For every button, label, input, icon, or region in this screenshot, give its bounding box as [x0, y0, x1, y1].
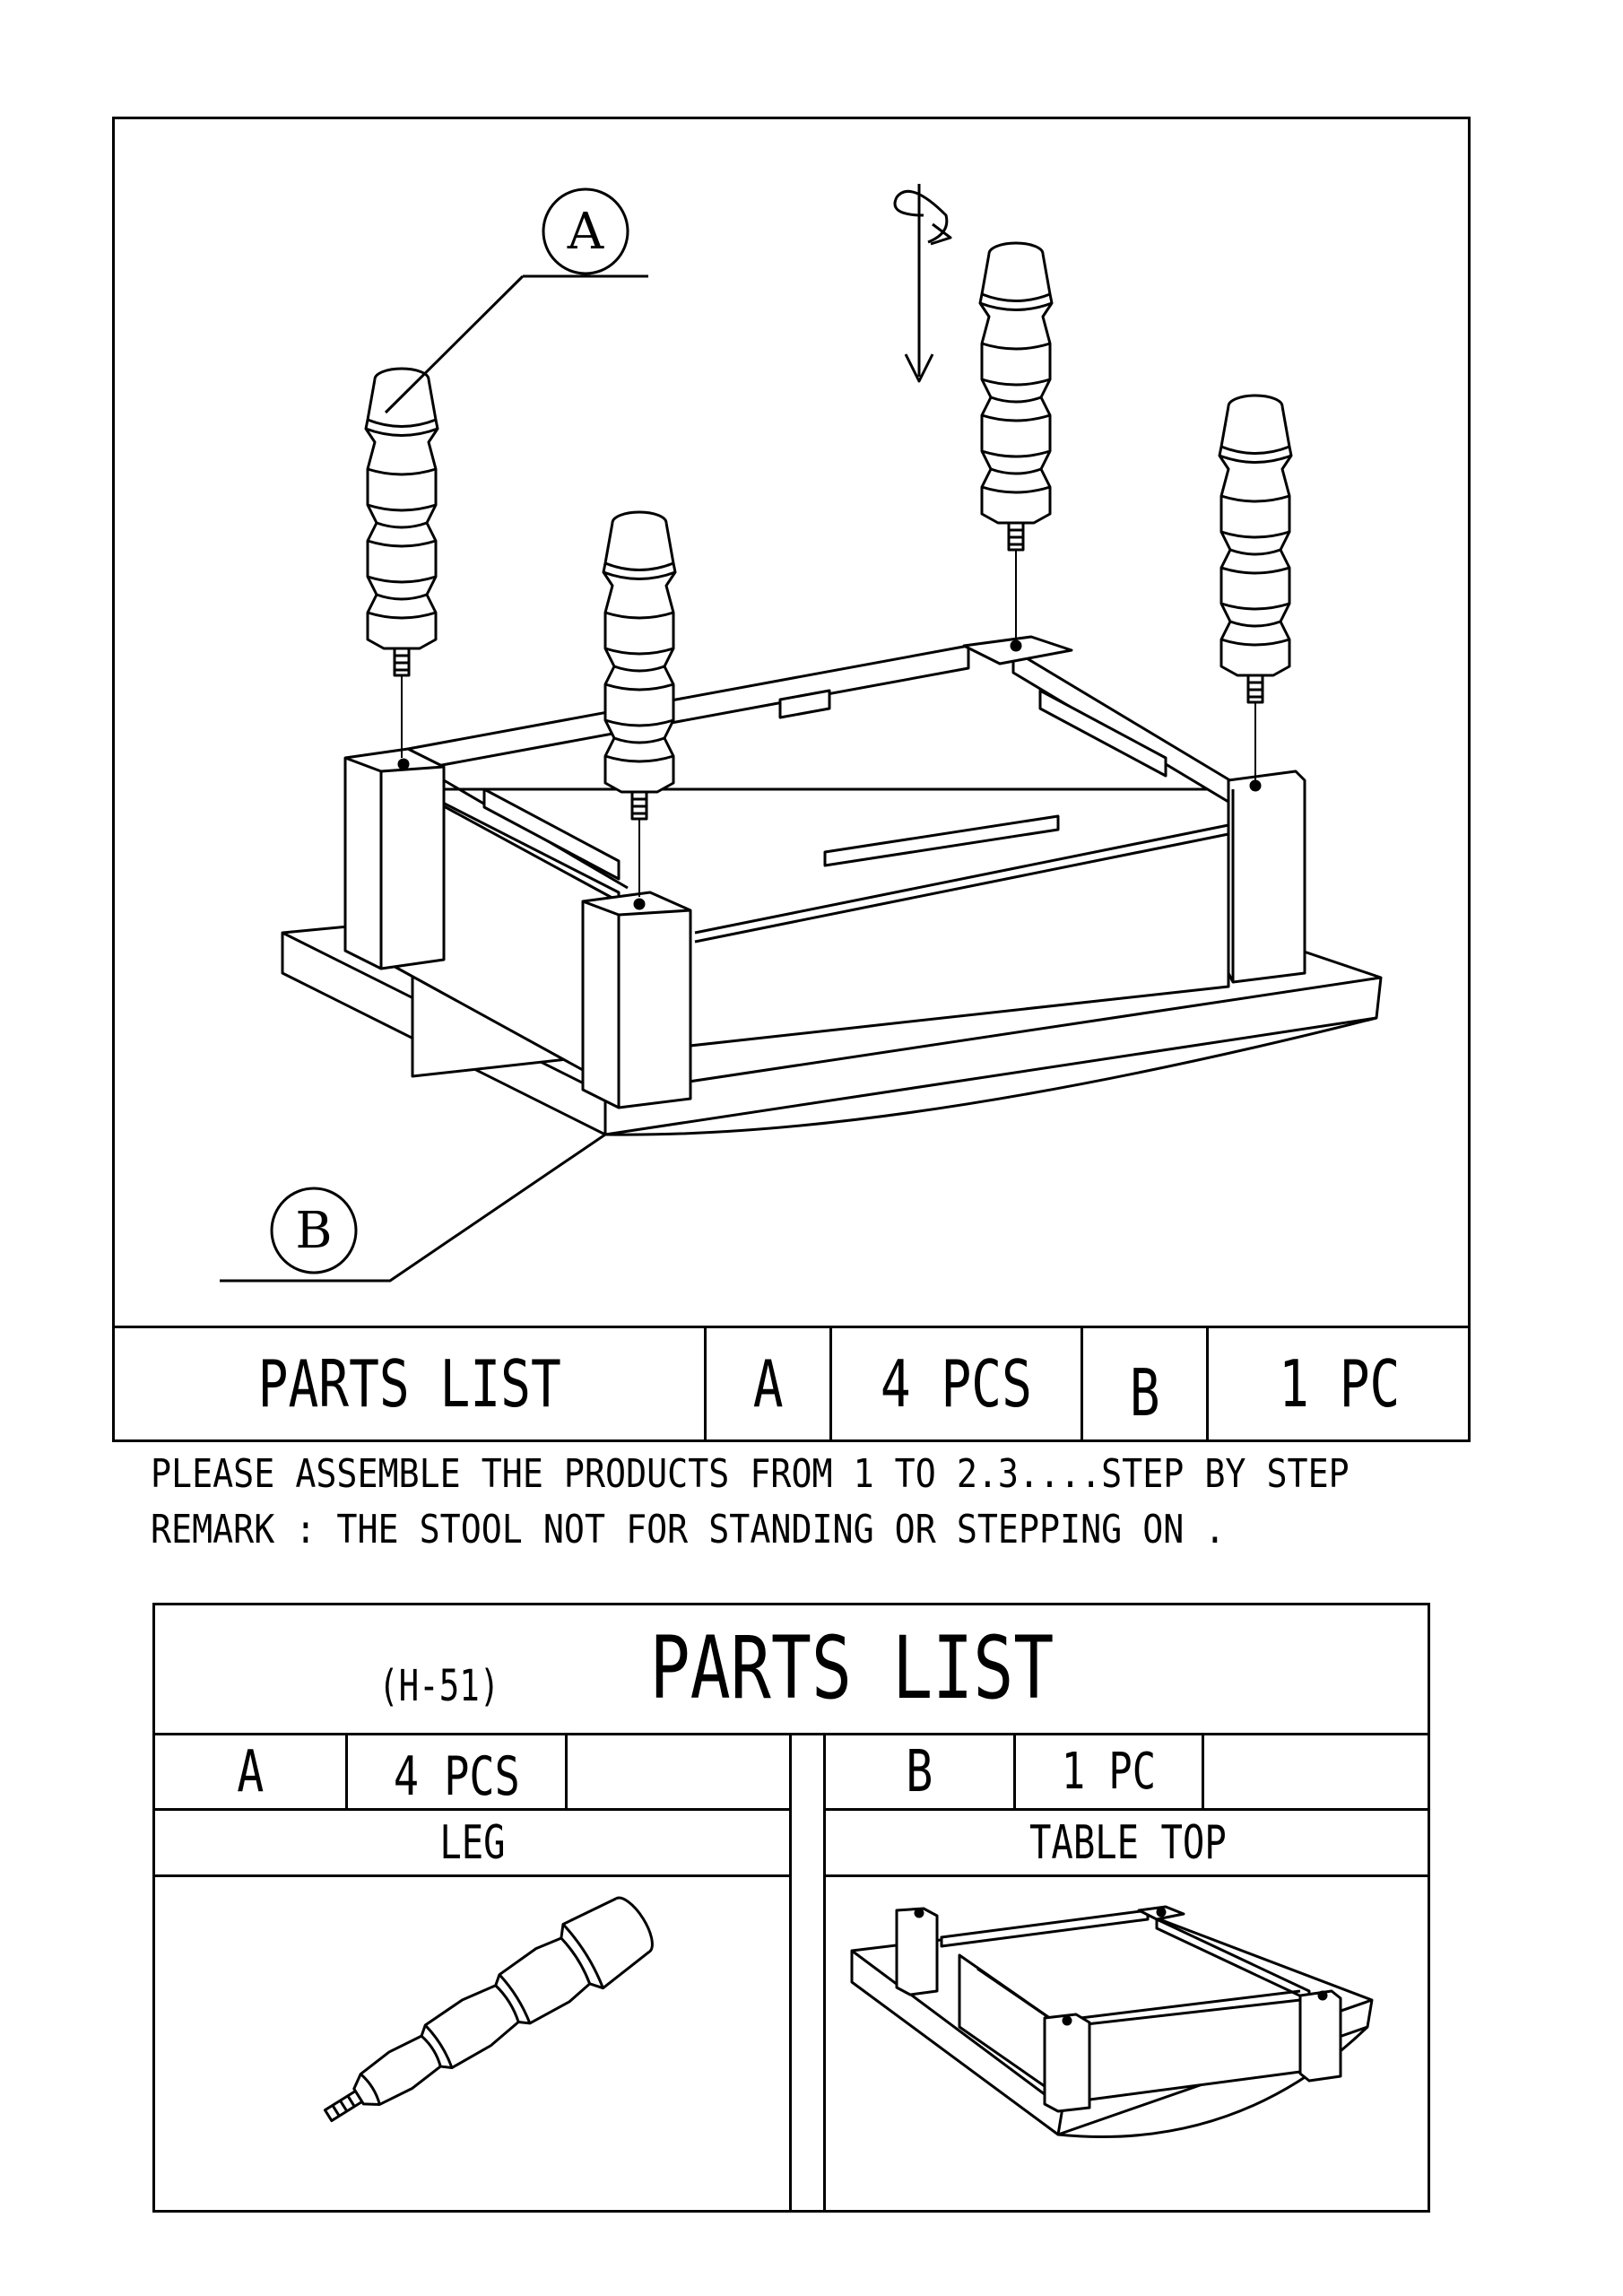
parts-list-b-name: TABLE TOP: [826, 1811, 1430, 1874]
parts-list-divider: [1202, 1733, 1204, 1808]
parts-list-title-text: PARTS LIST: [649, 1618, 1055, 1718]
parts-table-top-divider: [112, 1326, 1471, 1328]
parts-list-b-qty-text: 1 PC: [1061, 1743, 1157, 1801]
parts-table-b-label: B: [1083, 1337, 1206, 1448]
parts-list-divider: [823, 1733, 826, 2213]
parts-table-a-label-text: A: [752, 1346, 784, 1422]
parts-table-a-qty: 4 PCS: [832, 1328, 1081, 1439]
callout-a-label: A: [567, 202, 604, 261]
parts-list-model: (H-51): [341, 1650, 538, 1722]
parts-list-b-label: B: [826, 1735, 1013, 1808]
parts-table-title-text: PARTS LIST: [257, 1346, 561, 1422]
assembly-diagram: [220, 184, 1383, 1283]
parts-list-divider: [789, 1733, 792, 2213]
parts-table-col-divider: [829, 1326, 832, 1442]
parts-list-divider: [1013, 1733, 1016, 1808]
parts-table-col-divider: [1081, 1326, 1083, 1442]
parts-list-divider: [345, 1733, 348, 1808]
parts-list-divider: [152, 1874, 789, 1877]
parts-table-a-qty-text: 4 PCS: [880, 1346, 1033, 1422]
parts-list-a-qty: 4 PCS: [348, 1740, 565, 1813]
parts-list-a-qty-text: 4 PCS: [393, 1744, 520, 1808]
parts-table-b-qty: 1 PC: [1209, 1328, 1471, 1439]
parts-list-b-name-text: TABLE TOP: [1029, 1815, 1227, 1870]
parts-list-model-text: (H-51): [378, 1661, 500, 1711]
parts-list-a-label-text: A: [236, 1738, 265, 1805]
parts-list-title: PARTS LIST: [574, 1605, 1130, 1731]
parts-table-title: PARTS LIST: [115, 1328, 704, 1439]
parts-table-a-label: A: [707, 1328, 829, 1439]
table-top-illustration: [850, 1905, 1374, 2138]
parts-list-a-label: A: [155, 1735, 345, 1808]
instruction-line-1: PLEASE ASSEMBLE THE PRODUCTS FROM 1 TO 2…: [151, 1451, 1350, 1497]
parts-list-a-name: LEG: [155, 1811, 789, 1874]
parts-table-col-divider: [704, 1326, 707, 1442]
parts-table-b-label-text: B: [1129, 1355, 1160, 1431]
parts-list-divider: [152, 1808, 789, 1811]
parts-table-col-divider: [1206, 1326, 1209, 1442]
parts-list-divider: [565, 1733, 568, 1808]
parts-table-b-qty-text: 1 PC: [1279, 1346, 1401, 1422]
parts-list-divider: [823, 1808, 1430, 1811]
instruction-line-2: REMARK : THE STOOL NOT FOR STANDING OR S…: [151, 1507, 1226, 1552]
leg-illustration: [323, 1896, 654, 2123]
callout-b-label: B: [295, 1201, 333, 1260]
parts-list-b-qty: 1 PC: [1016, 1735, 1202, 1808]
parts-list-b-label-text: B: [906, 1738, 933, 1805]
parts-list-a-name-text: LEG: [438, 1815, 506, 1870]
parts-list-divider: [823, 1874, 1430, 1877]
assembly-frame: [112, 117, 1471, 1442]
